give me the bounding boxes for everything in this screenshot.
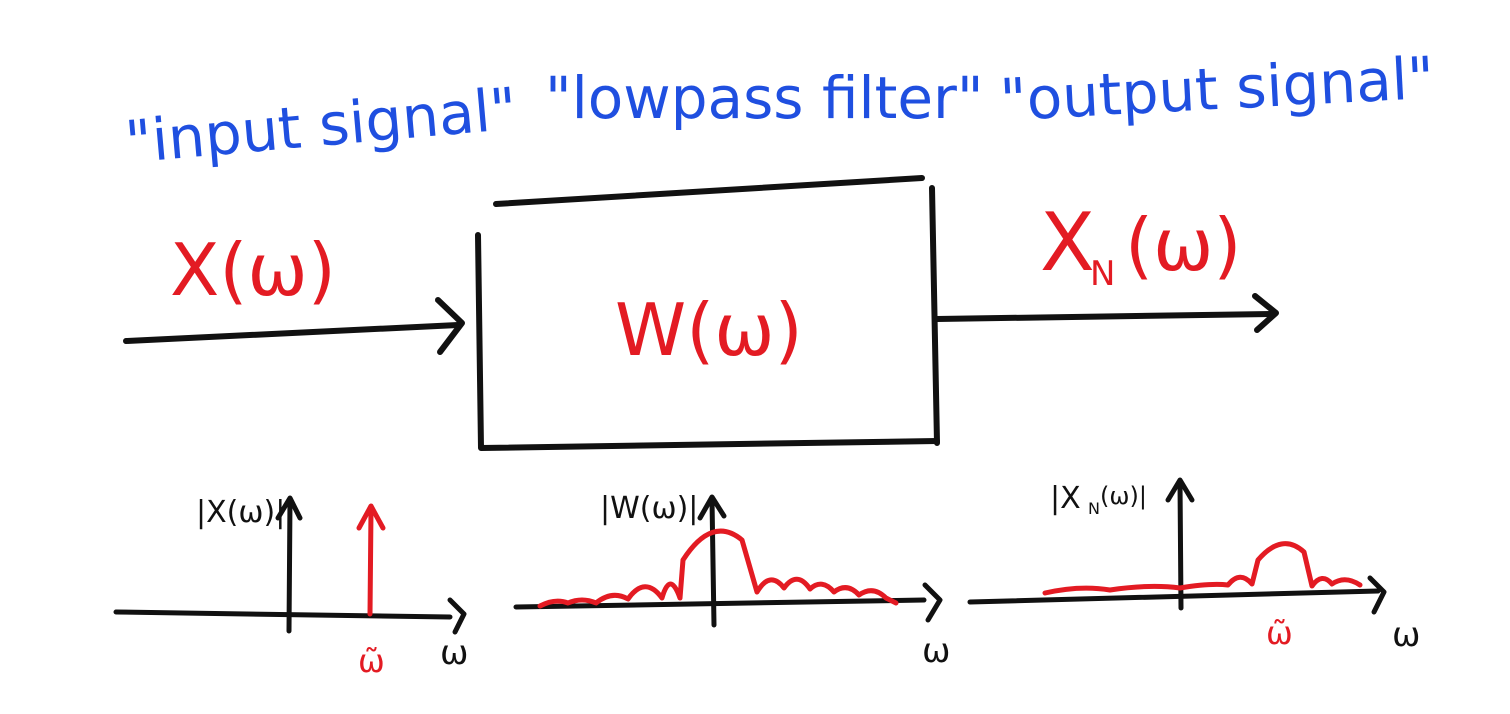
output-spectrum-plot: |X N (ω)| ω ω̃	[967, 477, 1420, 655]
output-plot-ylabel: |X N (ω)|	[1050, 481, 1147, 518]
filter-response-curve	[537, 528, 899, 609]
output-response-curve	[1042, 541, 1363, 596]
output-plot-ylabel-sub: N	[1088, 499, 1100, 518]
output-x-arrowhead	[1367, 575, 1387, 615]
input-arrow	[123, 297, 465, 355]
input-x-axis	[113, 609, 453, 620]
output-y-arrowhead	[1165, 477, 1195, 503]
filter-y-arrowhead	[697, 494, 727, 521]
output-plot-marker: ω̃	[1266, 614, 1293, 652]
input-impulse-arrowhead	[356, 503, 386, 531]
output-math-label: X N (ω)	[1040, 196, 1241, 294]
output-arrow	[934, 293, 1279, 333]
output-plot-xlabel: ω	[1392, 615, 1420, 655]
input-spectrum-plot: |X(ω)| ω ω̃	[113, 495, 468, 680]
input-impulse	[367, 507, 374, 617]
output-x-axis	[967, 588, 1381, 605]
filter-y-axis	[709, 497, 717, 628]
filter-math-label: W(ω)	[615, 288, 803, 372]
output-signal-heading: "output signal"	[998, 44, 1436, 135]
output-math-sub: N	[1090, 254, 1115, 294]
output-plot-ylabel-rest: (ω)|	[1100, 482, 1147, 510]
input-y-arrowhead	[275, 495, 303, 521]
filter-box	[475, 175, 940, 451]
filter-plot-xlabel: ω	[922, 631, 950, 671]
input-x-arrowhead	[447, 597, 467, 635]
output-math-arg: (ω)	[1125, 203, 1241, 287]
filter-plot-ylabel: |W(ω)|	[600, 491, 698, 526]
input-plot-ylabel: |X(ω)|	[196, 495, 285, 530]
output-math-main: X	[1040, 196, 1095, 289]
filter-response-plot: |W(ω)| ω	[513, 491, 950, 671]
input-plot-xlabel: ω	[440, 633, 468, 673]
output-plot-ylabel-main: |X	[1050, 481, 1081, 516]
input-math-label: X(ω)	[170, 228, 336, 312]
filter-x-arrowhead	[922, 582, 943, 623]
lowpass-filter-heading: "lowpass filter"	[545, 64, 984, 132]
input-signal-heading: "input signal"	[123, 75, 520, 177]
input-y-axis	[286, 497, 293, 634]
filter-x-axis	[513, 597, 927, 610]
input-plot-marker: ω̃	[358, 642, 385, 680]
